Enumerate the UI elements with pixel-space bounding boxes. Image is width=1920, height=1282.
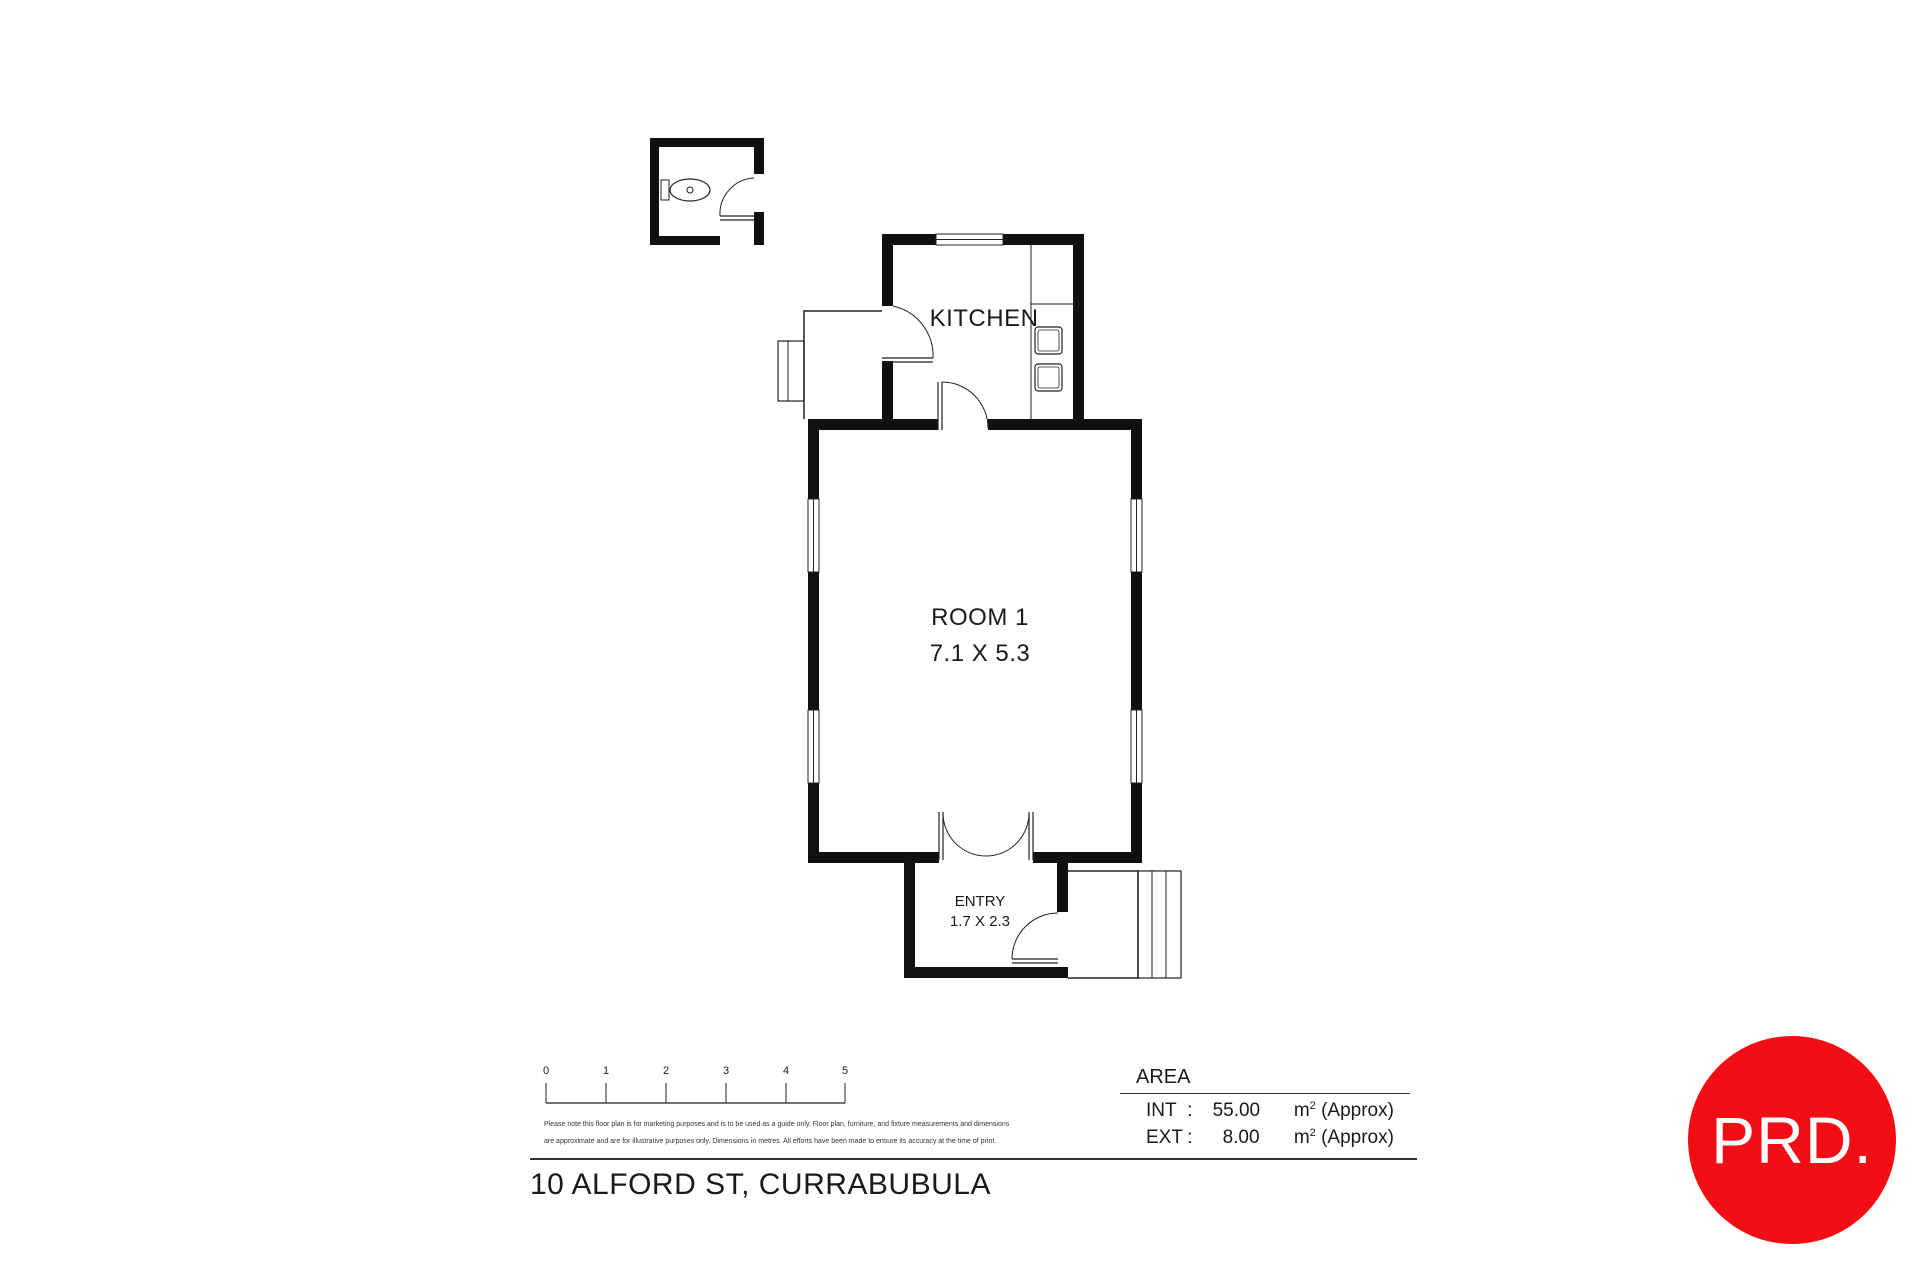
kitchen-label: KITCHEN	[929, 305, 1039, 332]
area-separator: :	[1187, 1100, 1193, 1122]
area-unit: m	[1293, 1100, 1310, 1122]
entry-label: ENTRY	[954, 893, 1006, 910]
scale-tick-label: 5	[841, 1065, 849, 1077]
area-row-ext: EXT : 8.00 m2 (Approx)	[1146, 1127, 1394, 1149]
scale-tick-label: 0	[542, 1065, 550, 1077]
scale-tick-label: 1	[602, 1065, 610, 1077]
area-note: (Approx)	[1321, 1127, 1394, 1149]
kitchen-side-door	[882, 305, 934, 363]
kitchen-room-door	[937, 381, 989, 430]
logo-text: PRD.	[1711, 1103, 1873, 1177]
area-value: 55.00	[1212, 1100, 1261, 1122]
area-row-int: INT : 55.00 m2 (Approx)	[1146, 1100, 1394, 1122]
kitchen-window	[935, 233, 1004, 246]
footer-divider	[530, 1158, 1417, 1160]
sink-icon	[1034, 326, 1063, 392]
scale-tick-label: 3	[722, 1065, 730, 1077]
property-address: 10 ALFORD ST, CURRABUBULA	[530, 1168, 991, 1201]
area-label: EXT	[1146, 1127, 1183, 1149]
scale-tick-label: 2	[662, 1065, 670, 1077]
scale-bar	[545, 1083, 846, 1104]
area-label: INT	[1146, 1100, 1177, 1122]
area-separator: :	[1187, 1127, 1193, 1149]
kitchen-bench	[1030, 245, 1073, 419]
room1-dimensions: 7.1 X 5.3	[929, 640, 1031, 667]
area-unit: m	[1293, 1127, 1310, 1149]
toilet-icon	[660, 178, 711, 202]
front-deck	[1068, 870, 1182, 979]
area-unit-exponent: 2	[1309, 1127, 1316, 1139]
side-porch	[777, 310, 882, 419]
area-divider	[1120, 1093, 1410, 1094]
entry-dimensions: 1.7 X 2.3	[949, 913, 1011, 930]
prd-logo: PRD.	[1688, 1036, 1896, 1244]
toilet-door	[719, 177, 755, 221]
room-windows	[807, 498, 1143, 784]
area-unit-exponent: 2	[1309, 1100, 1316, 1112]
area-title: AREA	[1136, 1066, 1191, 1088]
area-value: 8.00	[1222, 1127, 1260, 1149]
disclaimer-line-1: Please note this floor plan is for marke…	[544, 1121, 1010, 1128]
disclaimer-line-2: are approximate and are for illustrative…	[544, 1138, 997, 1145]
entry-front-door	[1011, 912, 1059, 964]
area-note: (Approx)	[1321, 1100, 1394, 1122]
scale-tick-label: 4	[782, 1065, 790, 1077]
toilet-outbuilding	[650, 138, 764, 245]
room1-label: ROOM 1	[931, 604, 1029, 631]
entry-double-door	[938, 811, 1034, 860]
